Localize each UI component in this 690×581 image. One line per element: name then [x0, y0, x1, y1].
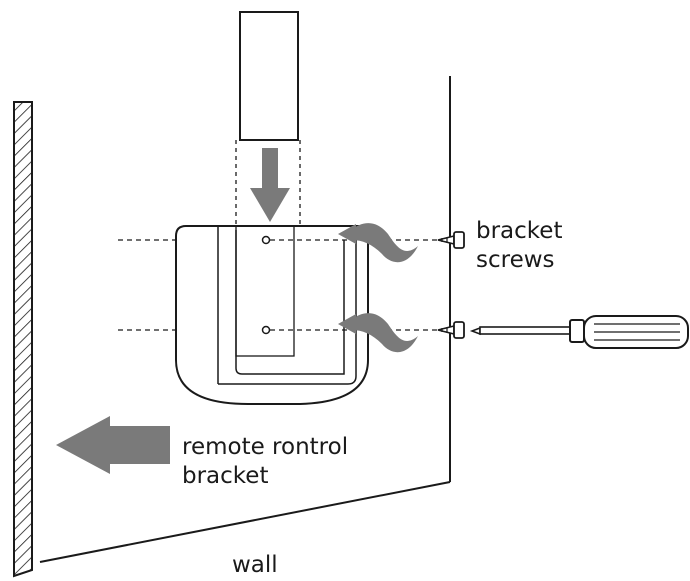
down-arrow-icon: [250, 148, 290, 222]
bracket: [175, 225, 369, 405]
alignment-lines: [118, 239, 448, 331]
screw-icon: [437, 231, 465, 249]
remote-control: [235, 11, 301, 226]
curved-arrow-icon: [338, 223, 418, 263]
remote-bracket-label-line1: remote rontrol: [182, 434, 349, 460]
bracket-screws-label-line1: bracket: [476, 218, 563, 244]
screwdriver-icon: [469, 315, 689, 349]
curved-arrow-icon: [338, 313, 418, 353]
bracket-screws-label-line2: screws: [476, 247, 555, 273]
wall-plane: [39, 76, 451, 563]
wall-label: wall: [232, 552, 278, 578]
left-arrow-icon: [56, 416, 170, 474]
screw-icon: [437, 321, 465, 339]
wall-section-hatched: [13, 101, 33, 578]
remote-bracket-label-line2: bracket: [182, 463, 269, 489]
